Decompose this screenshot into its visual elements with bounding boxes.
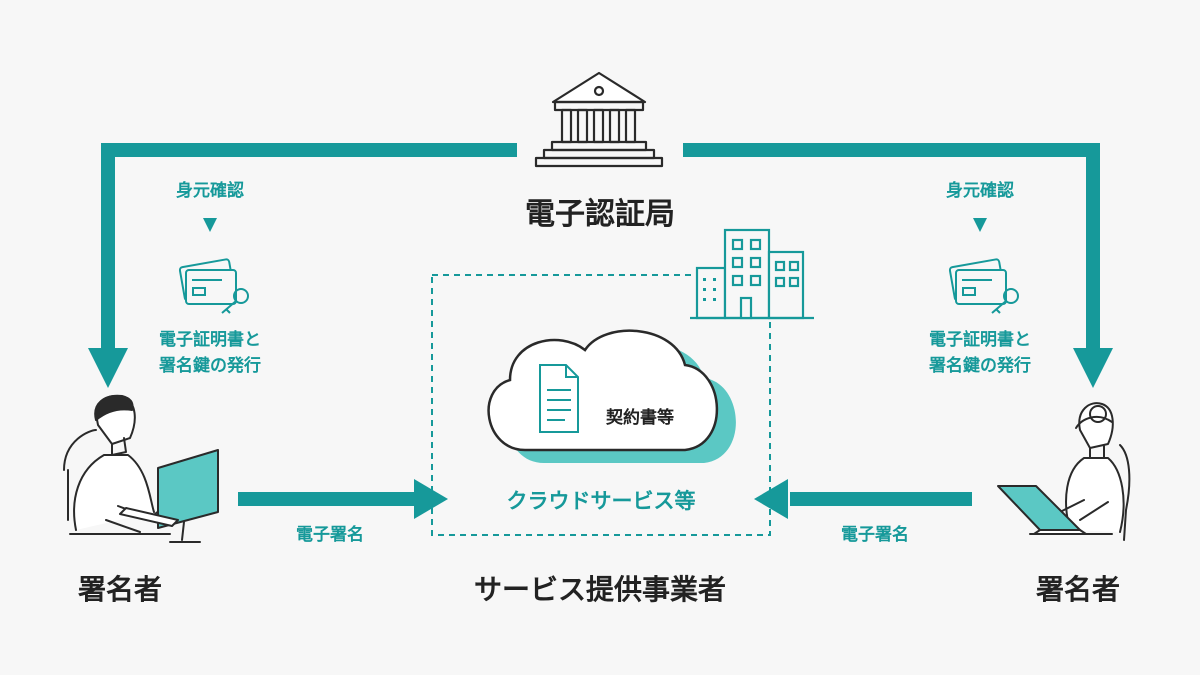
signer-desktop-person-icon: [63, 394, 219, 543]
signature-label-right: 電子署名: [841, 525, 909, 545]
office-building-icon: [690, 228, 814, 320]
certificate-label-right-line1: 電子証明書と: [929, 330, 1031, 350]
triangle-right: [973, 218, 987, 232]
cloud-service-label: クラウドサービス等: [506, 489, 696, 513]
document-icon: [539, 364, 579, 433]
signature-arrow-right: [754, 479, 972, 519]
bank-building-icon: [534, 71, 664, 168]
service-provider-label: サービス提供事業者: [473, 573, 726, 606]
cloud-icon: [487, 329, 736, 463]
authority-label: 電子認証局: [525, 197, 675, 232]
connector-left: [88, 143, 517, 388]
signer-laptop-person-icon: [997, 402, 1131, 541]
arrow-down-right: [1073, 348, 1113, 388]
certificate-key-icon-right: [948, 258, 1019, 314]
identity-check-label-right: 身元確認: [946, 181, 1014, 201]
certificate-label-right-line2: 署名鍵の発行: [929, 356, 1031, 376]
certificate-label-left-line1: 電子証明書と: [159, 330, 261, 350]
signer-label-left: 署名者: [77, 573, 162, 606]
arrow-down-left: [88, 348, 128, 388]
certificate-label-left-line2: 署名鍵の発行: [159, 356, 261, 376]
signer-label-right: 署名者: [1035, 573, 1120, 606]
triangle-left: [203, 218, 217, 232]
service-provider-box: [431, 274, 771, 536]
signature-label-left: 電子署名: [296, 525, 364, 545]
certificate-key-icon-left: [178, 258, 249, 314]
connector-right: [683, 143, 1113, 388]
cloud-document-label: 契約書等: [606, 408, 674, 428]
signature-arrow-left: [238, 479, 448, 519]
identity-check-label-left: 身元確認: [176, 181, 244, 201]
